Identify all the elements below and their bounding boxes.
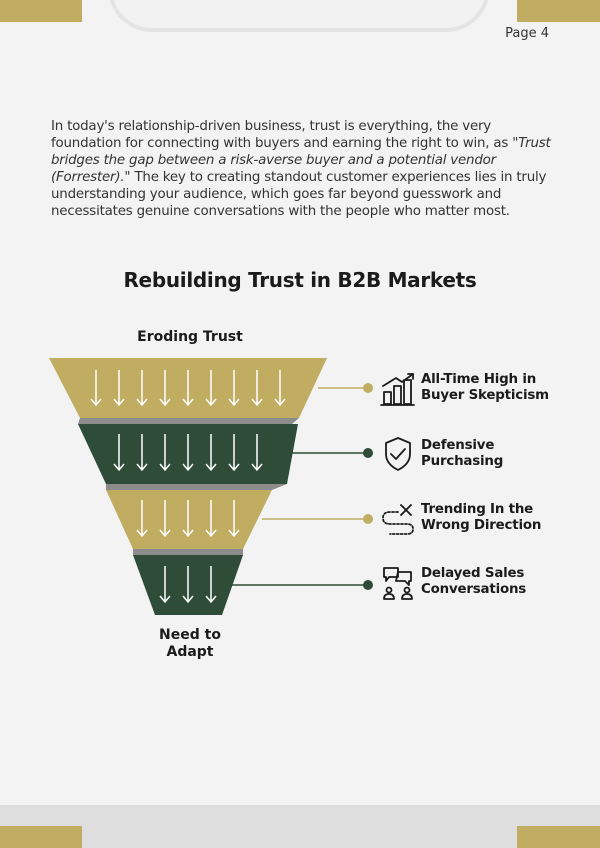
down-arrow-icon <box>136 370 148 407</box>
down-arrow-icon <box>274 370 286 407</box>
down-arrow-icon <box>228 500 240 538</box>
connector-dot-1 <box>363 383 373 393</box>
footer-accent-right <box>517 826 600 848</box>
down-arrow-icon <box>251 434 263 472</box>
diagram-title: Rebuilding Trust in B2B Markets <box>123 268 477 292</box>
down-arrow-icon <box>136 434 148 472</box>
header-accent-right <box>517 0 600 22</box>
connector-dot-4 <box>363 580 373 590</box>
funnel-separator <box>106 484 287 490</box>
chat-people-icon <box>383 567 413 600</box>
footer-band <box>0 805 600 848</box>
item-label-line: Delayed Sales <box>421 566 525 581</box>
funnel-top-label: Eroding Trust <box>137 329 243 345</box>
down-arrow-icon <box>113 370 125 407</box>
connector-dot-2 <box>363 448 373 458</box>
down-arrow-icon <box>136 500 148 538</box>
rising-chart-icon <box>380 373 415 406</box>
down-arrow-icon <box>182 500 194 538</box>
down-arrow-icon <box>113 434 125 472</box>
down-arrow-icon <box>159 500 171 538</box>
funnel-separator <box>133 549 243 555</box>
footer-accent-left <box>0 826 82 848</box>
down-arrow-icon <box>205 566 217 604</box>
item-label-line: Defensive <box>421 438 495 453</box>
header-accent-left <box>0 0 82 22</box>
down-arrow-icon <box>228 434 240 472</box>
intro-quote: "Trust bridges the gap between a risk-av… <box>51 136 551 185</box>
down-arrow-icon <box>182 566 194 604</box>
item-label-line: Trending In the <box>421 502 534 517</box>
item-label-line: Wrong Direction <box>421 518 542 533</box>
down-arrow-icon <box>90 370 102 407</box>
header-tab-shape <box>108 0 490 32</box>
down-arrow-icon <box>159 566 171 604</box>
intro-paragraph: In today's relationship-driven business,… <box>51 118 551 220</box>
page-number: Page 4 <box>505 26 549 41</box>
item-label-line: Purchasing <box>421 454 504 469</box>
down-arrow-icon <box>205 434 217 472</box>
wrong-path-icon <box>382 504 414 535</box>
intro-text-after: The key to creating standout customer ex… <box>51 170 547 219</box>
item-label-line: Buyer Skepticism <box>421 388 549 403</box>
down-arrow-icon <box>159 370 171 407</box>
intro-text-before: In today's relationship-driven business,… <box>51 119 513 151</box>
down-arrow-icon <box>159 434 171 472</box>
shield-check-icon <box>385 437 411 471</box>
item-label-line: All-Time High in <box>421 372 537 387</box>
down-arrow-icon <box>182 370 194 407</box>
bottom-label-line: Need to <box>159 627 221 643</box>
item-label-line: Conversations <box>421 582 527 597</box>
down-arrow-icon <box>205 500 217 538</box>
connector-dot-3 <box>363 514 373 524</box>
down-arrow-icon <box>205 370 217 407</box>
down-arrow-icon <box>228 370 240 407</box>
down-arrow-icon <box>182 434 194 472</box>
bottom-label-line: Adapt <box>166 644 214 660</box>
down-arrow-icon <box>251 370 263 407</box>
funnel-level-3 <box>106 490 272 549</box>
funnel-separator <box>78 418 299 424</box>
